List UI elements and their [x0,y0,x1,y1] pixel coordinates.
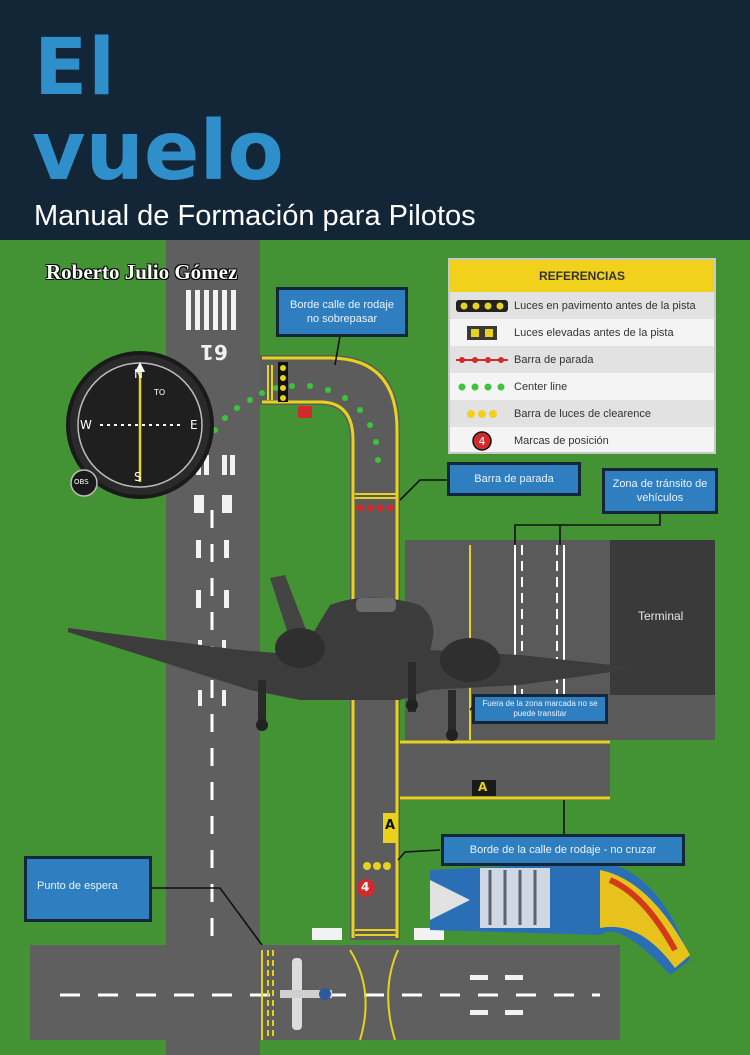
runway-number: 61 [200,340,228,364]
taxi-sign: A [478,780,488,794]
taxi-sign-vertical: A [385,818,396,833]
taxiway-curve [260,355,400,940]
legend-item-clearance-lights: Barra de luces de clearence [450,400,714,427]
terminal-label: Terminal [638,609,684,623]
compass-icon [66,351,214,499]
yellow-dots-icon [450,409,514,419]
jet-engine-illustration [430,862,690,975]
references-title: REFERENCIAS [450,260,714,292]
author-name: Roberto Julio Gómez [46,260,238,284]
legend-label: Barra de parada [514,353,594,366]
legend-label: Luces en pavimento antes de la pista [514,299,696,312]
yellow-black-dots-icon [450,299,514,312]
legend-label: Barra de luces de clearence [514,407,651,420]
elevated-lights-icon [450,325,514,340]
legend-item-position-marks: 4 Marcas de posición [450,427,714,454]
position-mark: 4 [361,880,370,894]
green-dots-icon [450,382,514,392]
compass-w: W [80,418,92,432]
small-plane-icon [280,958,332,1030]
subtitle: Manual de Formación para Pilotos [34,200,476,232]
references-legend: REFERENCIAS Luces en pavimento antes de … [448,258,716,454]
header-band: El vuelo Manual de Formación para Piloto… [0,0,750,240]
callout-barra-parada: Barra de parada [447,462,581,496]
callout-borde-calle: Borde calle de rodaje no sobrepasar [276,287,408,337]
compass-e: E [190,418,198,432]
compass-n: N [134,367,143,381]
legend-label: Luces elevadas antes de la pista [514,326,674,339]
svg-text:4: 4 [479,435,486,448]
compass-obs: OBS [74,478,89,486]
legend-item-stop-bar: Barra de parada [450,346,714,373]
callout-zona-transito: Zona de tránsito de vehículos [602,468,718,514]
callout-fuera-zona: Fuera de la zona marcada no se puede tra… [472,694,608,724]
red-dotted-line-icon [450,355,514,365]
compass-to: TO [154,388,166,397]
compass-s: S [134,470,142,484]
legend-item-pavement-lights: Luces en pavimento antes de la pista [450,292,714,319]
legend-label: Center line [514,380,568,393]
legend-label: Marcas de posición [514,434,609,447]
callout-punto-espera: Punto de espera [24,856,152,922]
red-circle-4-icon: 4 [450,430,514,451]
legend-item-center-line: Center line [450,373,714,400]
legend-item-elevated-lights: Luces elevadas antes de la pista [450,319,714,346]
title-line-1: El [34,23,117,113]
callout-borde-no-cruzar: Borde de la calle de rodaje - no cruzar [441,834,685,866]
airplane-icon [68,575,640,741]
title-line-2: vuelo [32,104,284,199]
